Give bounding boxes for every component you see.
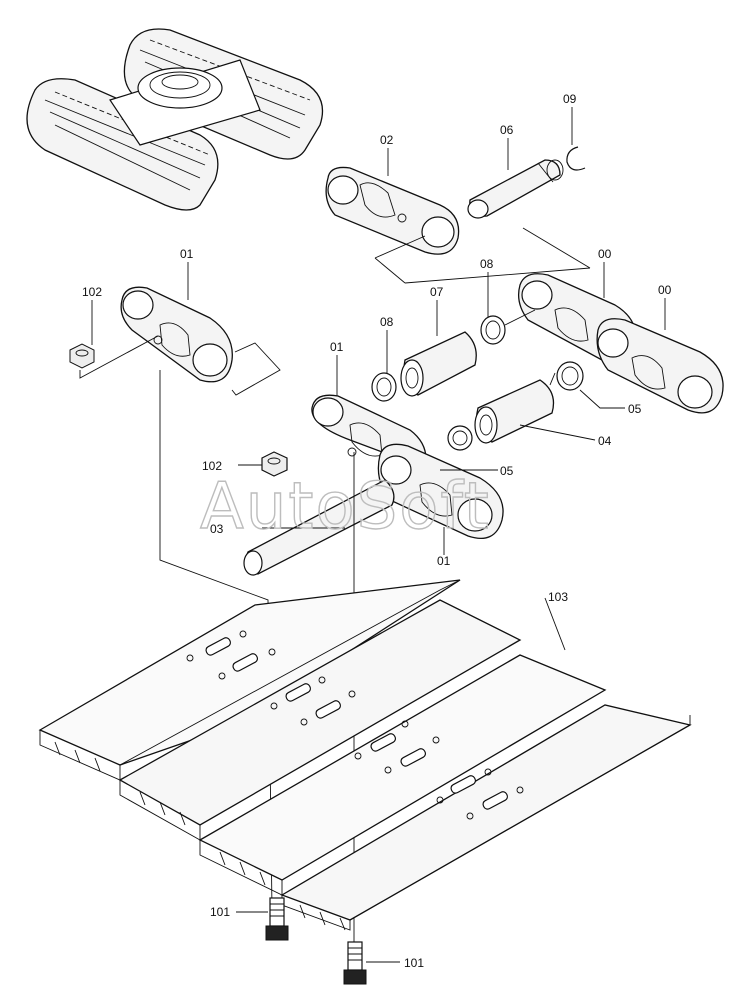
- label-00-b: 00: [658, 283, 672, 297]
- bolt-101-right: [343, 941, 400, 985]
- label-101-right: 101: [404, 956, 424, 970]
- label-01-bottom: 01: [437, 554, 451, 568]
- label-101-left: 101: [210, 905, 230, 919]
- pin-03: [243, 479, 395, 576]
- pin-06: [467, 159, 564, 219]
- spacer-05-right: [549, 361, 625, 409]
- label-08-right: 08: [480, 257, 494, 271]
- link-02: [325, 166, 591, 284]
- spacer-05-mid: [447, 425, 473, 451]
- bushing-07: [400, 331, 477, 397]
- bushing-04: [474, 379, 596, 444]
- label-102-top: 102: [82, 285, 102, 299]
- label-103: 103: [548, 590, 568, 604]
- bolt-101-left: [236, 897, 289, 941]
- link-01-bottom: [377, 443, 504, 540]
- nut-102-top: [69, 335, 159, 379]
- track-shoes-103: [38, 579, 692, 931]
- label-09: 09: [563, 92, 577, 106]
- link-01-top: [120, 286, 281, 396]
- seal-08-right: [480, 309, 536, 345]
- label-102-mid: 102: [202, 459, 222, 473]
- label-08-left: 08: [380, 315, 394, 329]
- snap-ring-09: [566, 146, 586, 171]
- link-00-front: [596, 318, 724, 414]
- watermark: AutoSoft: [200, 470, 491, 544]
- nut-102-mid: [238, 451, 288, 477]
- label-03: 03: [210, 522, 224, 536]
- label-01-mid: 01: [330, 340, 344, 354]
- label-06: 06: [500, 123, 514, 137]
- seal-08-left: [371, 372, 397, 402]
- label-02: 02: [380, 133, 394, 147]
- label-05-right: 05: [628, 402, 642, 416]
- label-00-a: 00: [598, 247, 612, 261]
- undercarriage-thumbnail: [26, 28, 324, 211]
- label-01-top: 01: [180, 247, 194, 261]
- label-07: 07: [430, 285, 444, 299]
- callout-labels: 09 06 02 01 102 08 00 00 07 08 01 05 04 …: [82, 92, 672, 970]
- label-05-mid: 05: [500, 464, 514, 478]
- label-04: 04: [598, 434, 612, 448]
